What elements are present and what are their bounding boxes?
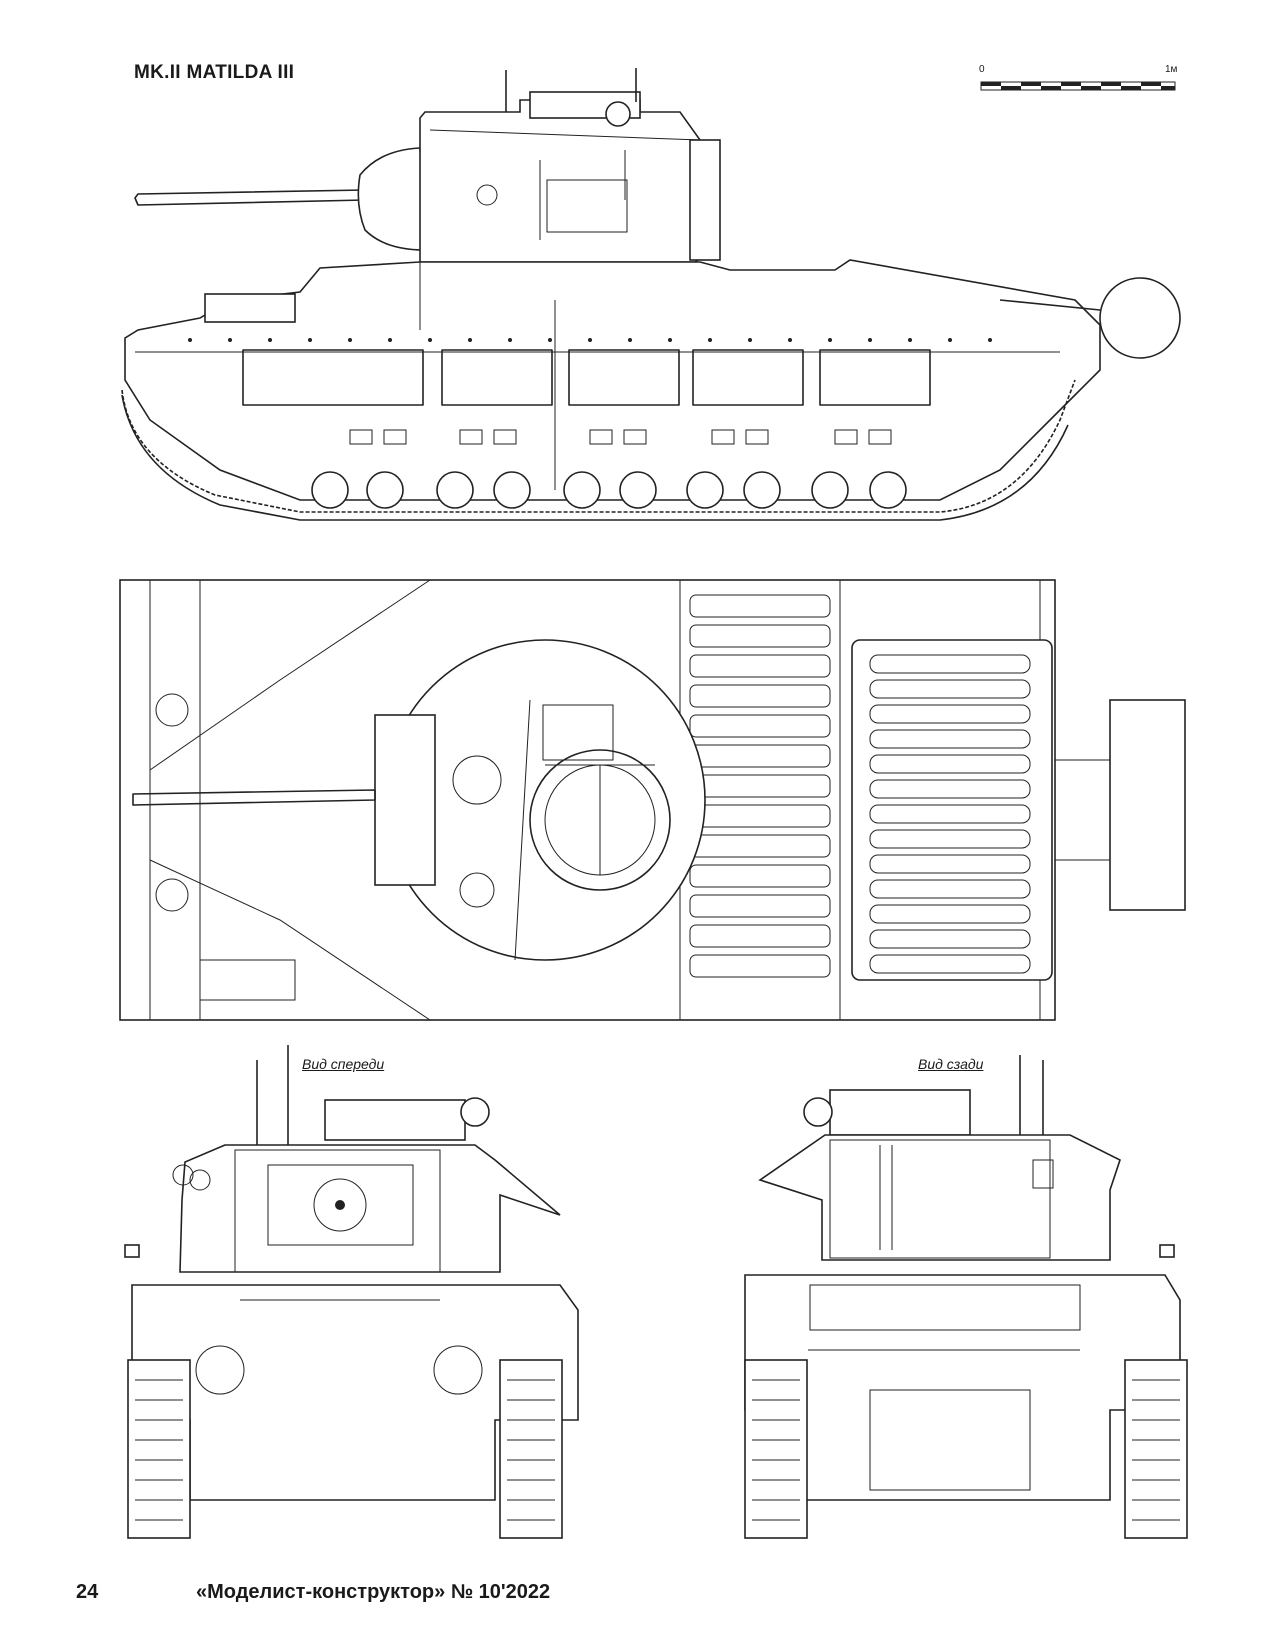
scale-end-label: 1м — [1165, 64, 1178, 75]
page-title: MK.II MATILDA III — [134, 62, 295, 83]
scale-ruler — [980, 81, 1176, 91]
side-view — [121, 68, 1181, 521]
page-number: 24 — [76, 1581, 99, 1603]
scale-bar: 0 1м — [975, 64, 1185, 104]
top-view — [119, 579, 1186, 1021]
front-view — [124, 1045, 579, 1539]
scale-start-label: 0 — [979, 64, 985, 75]
rear-view — [744, 1055, 1188, 1539]
front-view-caption: Вид спереди — [302, 1056, 385, 1072]
rear-view-caption: Вид сзади — [918, 1056, 984, 1072]
magazine-title: «Моделист-конструктор» № 10'2022 — [196, 1581, 551, 1603]
